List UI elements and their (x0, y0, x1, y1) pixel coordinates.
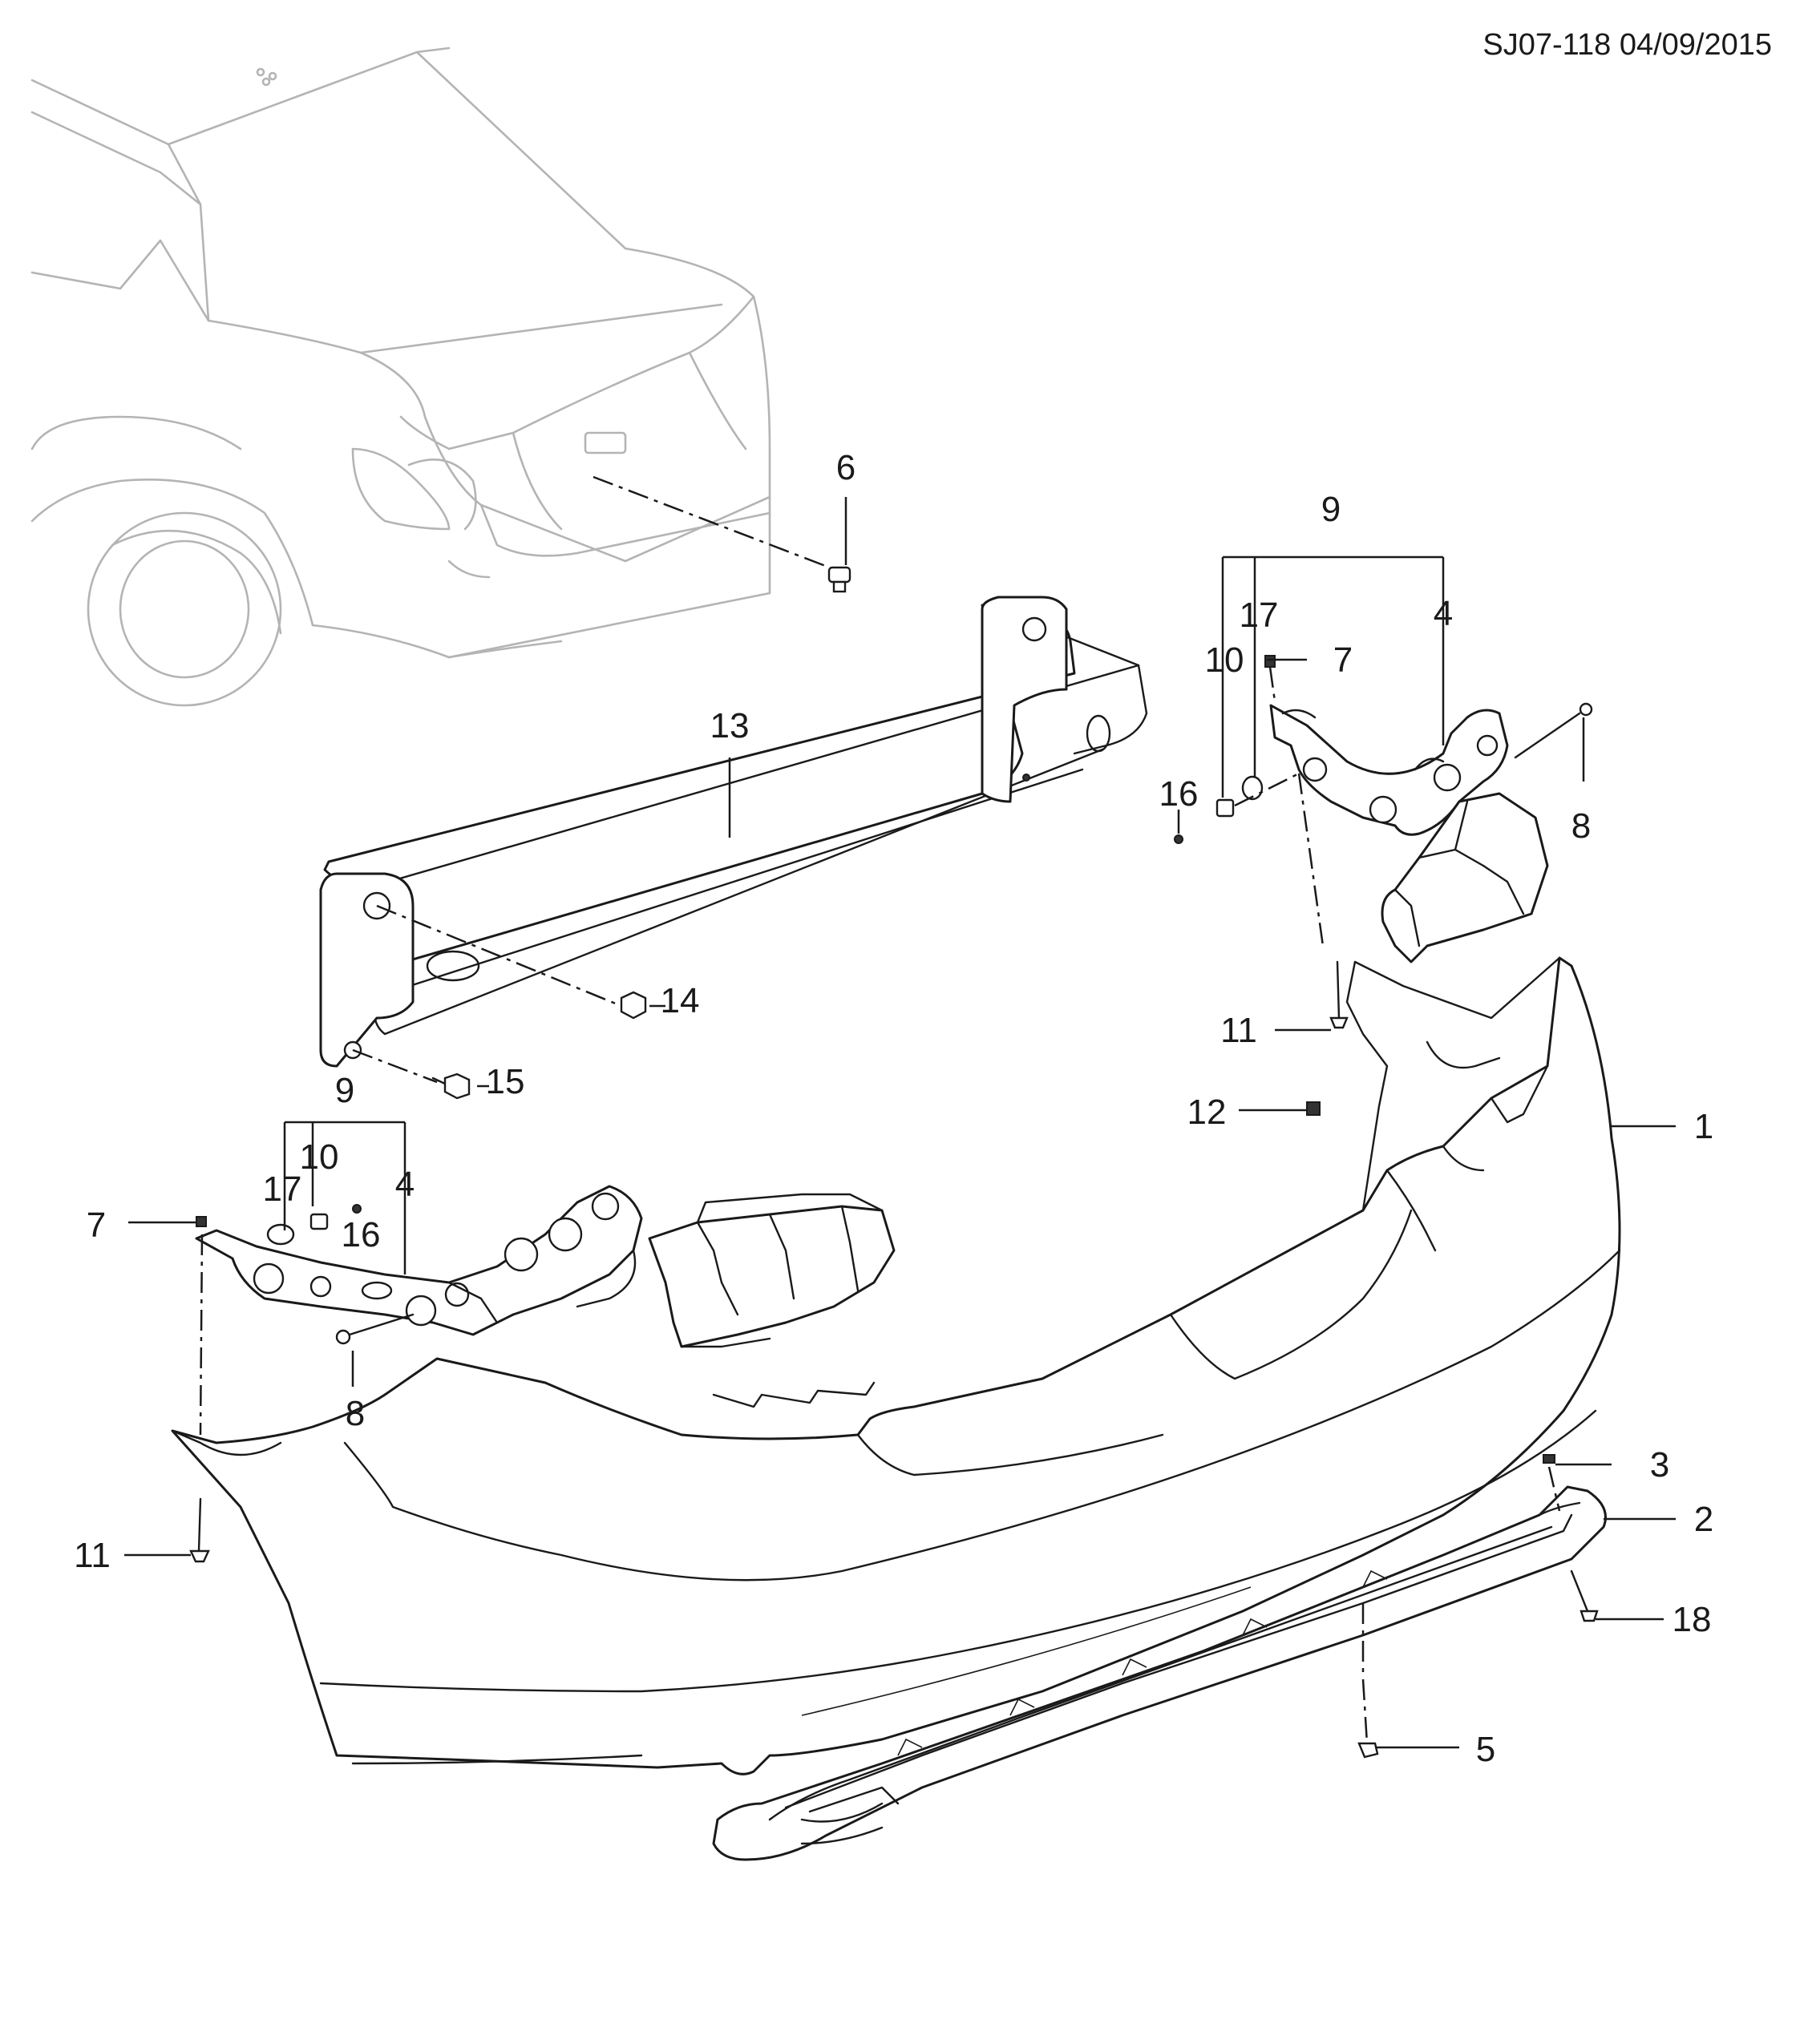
washer-17-left-icon (266, 1223, 295, 1246)
leader-dash-15 (352, 1048, 438, 1084)
screw-16-right-icon (1174, 834, 1183, 844)
callout-5: 5 (1476, 1730, 1495, 1769)
vehicle-outline (30, 46, 771, 707)
leader-dash-3 (1547, 1466, 1561, 1512)
callout-4-left: 4 (395, 1165, 415, 1204)
bolt-6-icon (827, 566, 851, 593)
callout-14: 14 (661, 981, 700, 1020)
callout-3: 3 (1650, 1445, 1669, 1485)
washer-17-right-icon (1241, 775, 1264, 801)
screw-18-icon (1570, 1569, 1599, 1622)
nut-14-icon (620, 991, 647, 1020)
rear-bumper-fascia (171, 956, 1621, 1775)
fastener-8-right-icon (1514, 702, 1593, 759)
leader-dash-14 (376, 904, 622, 1008)
callout-15: 15 (486, 1062, 525, 1101)
callout-17-right: 17 (1240, 596, 1279, 635)
clip-5-icon (1357, 1678, 1379, 1759)
callout-9-right: 9 (1321, 490, 1341, 529)
fastener-8-left-icon (335, 1313, 415, 1345)
leader-dash-11-left (199, 1234, 204, 1436)
bumper-reinforcement-beam (319, 596, 1148, 1068)
leader-dash-6 (593, 475, 835, 571)
fastener-11-right-icon (1329, 960, 1349, 1029)
left-wiring-harness (576, 1249, 637, 1308)
lower-diffuser-panel (712, 1485, 1607, 1861)
right-sensor-housing (1381, 792, 1549, 963)
callout-11-right: 11 (1220, 1011, 1257, 1050)
callout-8-right: 8 (1571, 806, 1591, 846)
callout-17-left: 17 (263, 1169, 302, 1209)
callout-4-right: 4 (1434, 594, 1453, 633)
callout-12: 12 (1187, 1093, 1227, 1132)
nut-12-icon (1306, 1101, 1321, 1116)
leader-dash-7-right (1268, 666, 1276, 702)
callout-10-right: 10 (1205, 640, 1244, 680)
callout-13: 13 (710, 706, 750, 745)
callout-1: 1 (1694, 1107, 1713, 1146)
right-bumper-bracket (1269, 704, 1509, 836)
callout-16-left: 16 (342, 1215, 381, 1254)
callout-16-right: 16 (1159, 774, 1199, 814)
diagram-reference: SJ07-118 04/09/2015 (1482, 28, 1772, 62)
callout-18: 18 (1673, 1600, 1712, 1639)
callout-labels: 1 2 3 4 4 5 6 7 7 8 8 9 9 10 10 11 11 12… (74, 448, 1713, 1769)
left-bumper-bracket (195, 1185, 643, 1336)
callout-8-left: 8 (346, 1394, 365, 1433)
callout-2: 2 (1694, 1500, 1713, 1539)
leader-dash-10-right (1234, 772, 1300, 807)
fastener-11-left-icon (189, 1497, 210, 1563)
clip-10-left-icon (309, 1213, 329, 1230)
callout-10-left: 10 (300, 1137, 339, 1177)
leader-dash-11-right-up (1297, 773, 1325, 947)
screw-16-left-icon (352, 1204, 362, 1214)
left-sensor-housing (648, 1193, 896, 1348)
callout-7-right: 7 (1333, 640, 1353, 680)
fastener-7-right-icon (1264, 655, 1276, 668)
clip-10-right-icon (1215, 798, 1235, 818)
fastener-7-left-icon (196, 1216, 207, 1227)
callout-9-left: 9 (335, 1071, 354, 1110)
callout-6: 6 (836, 448, 855, 487)
callout-7-left: 7 (87, 1206, 106, 1245)
callout-leaders (124, 497, 1676, 1749)
bolt-15-icon (431, 1072, 471, 1100)
clip-3-icon (1543, 1454, 1555, 1464)
callout-11-left: 11 (74, 1536, 111, 1575)
